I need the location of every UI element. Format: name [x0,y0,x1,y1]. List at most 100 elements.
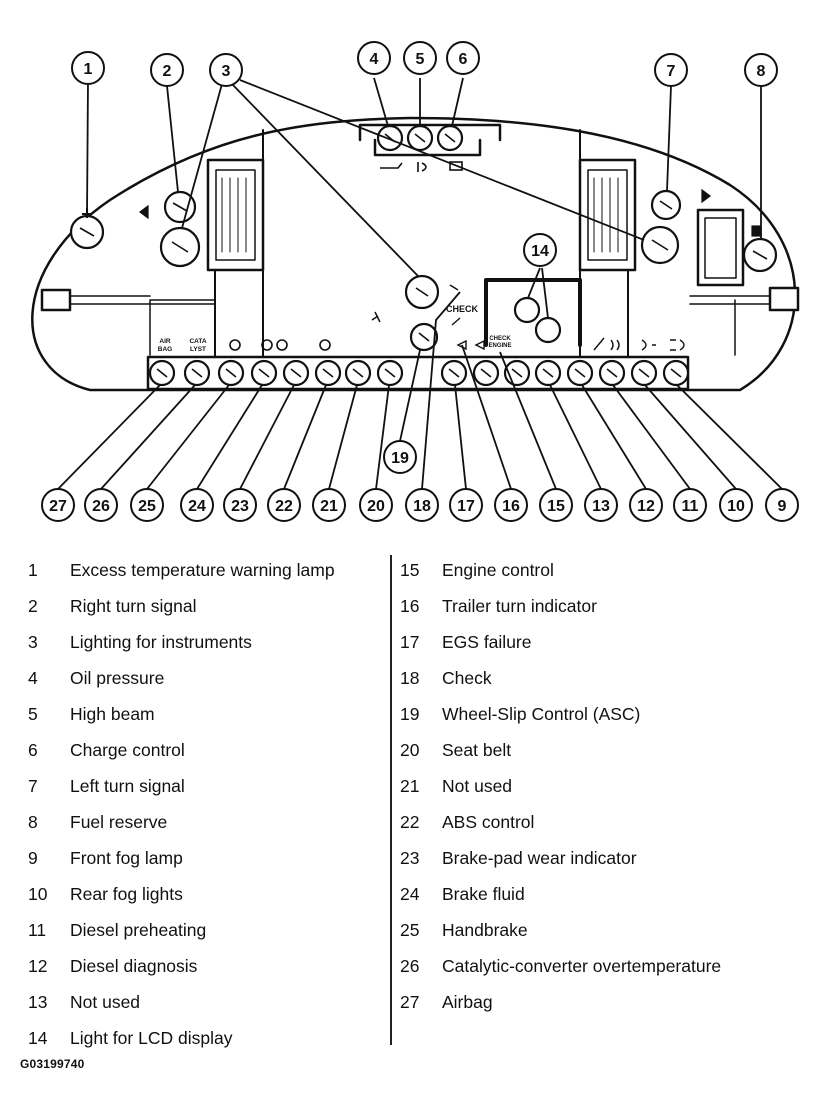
callout-number-15: 15 [547,498,565,515]
callout-number-12: 12 [637,498,655,515]
leader-24 [196,384,263,490]
leader-23 [239,384,295,490]
left-rail [40,288,72,312]
leader-3c [239,79,645,241]
legend-number: 4 [28,668,38,688]
legend-text: Not used [442,776,513,796]
callout-circle-3 [209,53,243,87]
figure-code: G03199740 [20,1057,85,1071]
callout-circle-25 [130,488,164,522]
legend-text: Engine control [442,560,554,580]
legend-number: 25 [400,920,420,940]
legend-text: Front fog lamp [70,848,183,868]
callout-number-16: 16 [502,498,520,515]
legend-text: Excess temperature warning lamp [70,560,335,580]
leader-14a [527,267,541,299]
callout-circle-18 [405,488,439,522]
leader-9 [676,384,783,490]
diag-symbol [593,337,605,351]
legend-number: 6 [28,740,38,760]
callout-circle-26 [84,488,118,522]
check-engine-label-bottom: ENGINE [488,343,511,349]
legend-number: 19 [400,704,420,724]
callout-number-24: 24 [188,498,206,515]
callout-number-9: 9 [778,498,787,515]
callout-circle-21 [312,488,346,522]
callout-circle-7 [654,53,688,87]
callout-circle-10 [719,488,753,522]
callout-circle-2 [150,53,184,87]
brakepad-symbol [276,339,288,351]
callout-number-3: 3 [222,63,231,80]
callout-number-2: 2 [163,63,172,80]
legend-number: 27 [400,992,420,1012]
callout-number-18: 18 [413,498,431,515]
beam-symbol [417,162,427,172]
instrument-cluster-diagram: AIR BAG CATA LYST CHECK CHECK ENGINE [31,41,800,522]
asc-symbol [449,284,461,326]
callout-number-7: 7 [667,63,676,80]
check-engine-label-top: CHECK [489,336,511,342]
legend-number: 9 [28,848,38,868]
leader-14b [541,267,549,319]
leader-18 [421,291,461,490]
legend-text: Airbag [442,992,493,1012]
legend-text: Not used [70,992,141,1012]
airbag-label-bottom: BAG [158,346,172,353]
callout-circle-9 [765,488,799,522]
callout-number-1: 1 [84,61,93,78]
legend-number: 21 [400,776,420,796]
callout-number-27: 27 [49,498,67,515]
lcd-window [484,278,582,347]
legend-number: 17 [400,632,420,652]
leader-22 [283,384,327,490]
leader-15 [499,351,557,490]
right-rail [768,286,800,312]
leader-10 [644,384,737,490]
callout-number-8: 8 [757,63,766,80]
leader-13 [549,384,602,490]
callout-number-25: 25 [138,498,156,515]
leader-1 [86,79,89,217]
callout-number-20: 20 [367,498,385,515]
leader-7 [666,85,672,192]
legend-text: ABS control [442,812,535,832]
legend-number: 12 [28,956,48,976]
cluster-housing [31,116,797,392]
callout-number-14: 14 [531,243,549,260]
callout-circle-17 [449,488,483,522]
leader-19 [399,349,421,442]
legend-number: 24 [400,884,420,904]
callout-number-22: 22 [275,498,293,515]
legend-number: 23 [400,848,420,868]
leader-17 [454,384,467,490]
legend-number: 14 [28,1028,48,1048]
seatbelt-symbol [371,311,381,323]
legend-text: Lighting for instruments [70,632,252,652]
legend-number: 10 [28,884,48,904]
leader-3a [181,83,223,229]
leader-26 [100,384,196,490]
leader-16 [461,344,512,490]
legend-number: 3 [28,632,38,652]
legend-text: Handbrake [442,920,528,940]
preheat-symbol [610,339,620,351]
leader-20 [375,384,390,490]
leader-3b [231,83,419,277]
callout-circle-20 [359,488,393,522]
callout-number-4: 4 [370,51,379,68]
callout-number-13: 13 [592,498,610,515]
legend-number: 11 [28,920,47,940]
callout-circle-19 [383,440,417,474]
frontfog-symbol [670,339,685,351]
callout-number-17: 17 [457,498,475,515]
legend-text: Wheel-Slip Control (ASC) [442,704,641,724]
left-connector [206,158,265,272]
legend-text: Light for LCD display [70,1028,233,1048]
leader-25 [146,384,230,490]
legend-text: Brake-pad wear indicator [442,848,637,868]
callout-number-26: 26 [92,498,110,515]
legend-text: Left turn signal [70,776,185,796]
fuel-symbol [751,225,761,237]
rearfog-symbol [641,339,656,351]
